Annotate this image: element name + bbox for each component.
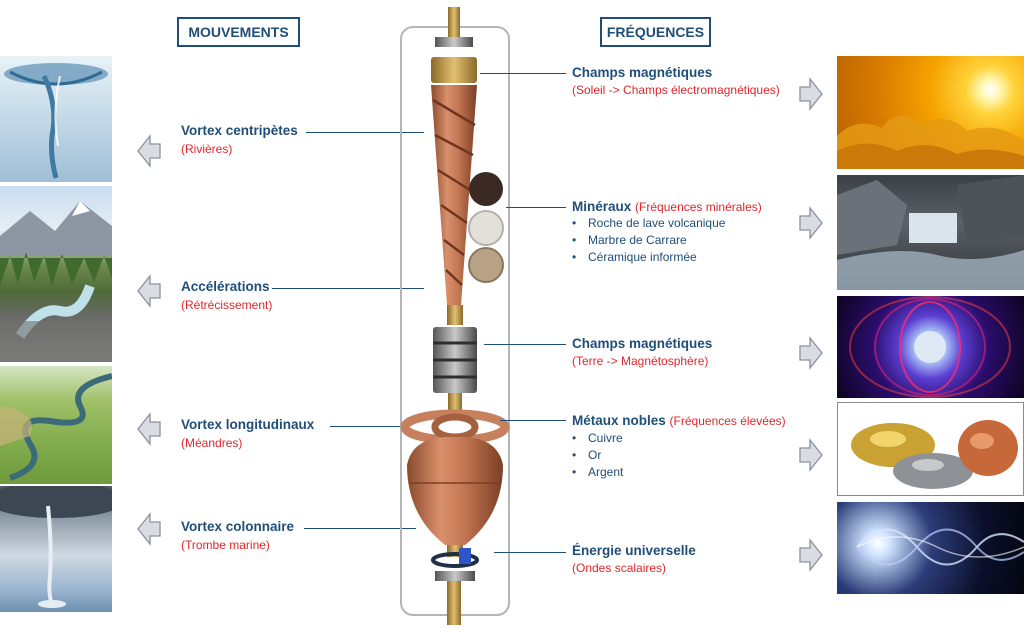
metaux-list: Cuivre Or Argent — [572, 430, 623, 481]
sublabel-ondes-scalaires: (Ondes scalaires) — [572, 561, 667, 575]
arrow-left-icon — [137, 134, 161, 168]
list-item: Roche de lave volcanique — [572, 215, 725, 232]
label-mineraux: Minéraux (Fréquences minérales) — [572, 199, 762, 214]
metaux-suffix-text: Fréquences élevées — [673, 414, 782, 428]
sublabel-text: Rétrécissement — [185, 298, 269, 312]
connector-line — [484, 344, 566, 345]
sublabel-text: Méandres — [185, 436, 239, 450]
label-metaux-nobles: Métaux nobles (Fréquences élevées) — [572, 413, 786, 428]
connector-line — [480, 73, 566, 74]
arrow-left-icon — [137, 512, 161, 546]
label-champs-magnetiques-soleil: Champs magnétiques — [572, 65, 713, 80]
mineraux-list: Roche de lave volcanique Marbre de Carra… — [572, 215, 725, 266]
waterspout-photo — [0, 486, 112, 612]
connector-line — [306, 132, 424, 133]
metaux-title: Métaux nobles — [572, 413, 666, 428]
mountain-river-photo — [0, 186, 112, 362]
label-vortex-colonnaire: Vortex colonnaire — [181, 519, 295, 534]
header-frequences: FRÉQUENCES — [600, 17, 711, 47]
mineraux-title: Minéraux — [572, 199, 632, 214]
sublabel-text: Rivières — [185, 142, 229, 156]
scalar-waves-photo — [837, 502, 1024, 594]
arrow-left-icon — [137, 274, 161, 308]
label-vortex-centripetes: Vortex centripètes — [181, 123, 298, 138]
metaux-suffix: (Fréquences élevées) — [669, 414, 786, 428]
label-vortex-longitudinaux: Vortex longitudinaux — [181, 417, 315, 432]
sun-photo — [837, 56, 1024, 169]
sublabel-meandres: (Méandres) — [181, 436, 243, 450]
earth-magnetosphere-photo — [837, 296, 1024, 398]
meander-photo — [0, 366, 112, 484]
label-energie-universelle: Énergie universelle — [572, 543, 696, 558]
arrow-right-icon — [799, 538, 823, 572]
connector-line — [304, 528, 416, 529]
vortex-device-illustration — [400, 7, 510, 625]
list-item: Céramique informée — [572, 249, 725, 266]
sublabel-trombe-marine: (Trombe marine) — [181, 538, 270, 552]
mineraux-suffix-text: Fréquences minérales — [639, 200, 758, 214]
mineraux-suffix: (Fréquences minérales) — [635, 200, 762, 214]
arrow-right-icon — [799, 206, 823, 240]
whirlpool-photo — [0, 56, 112, 182]
label-champs-magnetiques-terre: Champs magnétiques — [572, 336, 713, 351]
connector-line — [494, 552, 566, 553]
sublabel-terre: (Terre -> Magnétosphère) — [572, 354, 709, 368]
sublabel-retrecissement: (Rétrécissement) — [181, 298, 273, 312]
connector-line — [500, 420, 566, 421]
list-item: Or — [572, 447, 623, 464]
arrow-right-icon — [799, 438, 823, 472]
list-item: Argent — [572, 464, 623, 481]
sublabel-text: Trombe marine — [185, 538, 266, 552]
list-item: Marbre de Carrare — [572, 232, 725, 249]
list-item: Cuivre — [572, 430, 623, 447]
connector-line — [506, 207, 566, 208]
sublabel-text: Terre -> Magnétosphère — [576, 354, 705, 368]
sublabel-rivieres: (Rivières) — [181, 142, 233, 156]
connector-line — [330, 426, 405, 427]
arrow-right-icon — [799, 336, 823, 370]
connector-line — [272, 288, 424, 289]
sublabel-text: Soleil -> Champs électromagnétiques — [576, 83, 776, 97]
arrow-left-icon — [137, 412, 161, 446]
metal-nuggets-photo — [837, 402, 1024, 496]
arrow-right-icon — [799, 77, 823, 111]
rock-waterfall-photo — [837, 175, 1024, 290]
sublabel-soleil: (Soleil -> Champs électromagnétiques) — [572, 83, 780, 97]
sublabel-text: Ondes scalaires — [576, 561, 663, 575]
label-accelerations: Accélérations — [181, 279, 270, 294]
header-mouvements: MOUVEMENTS — [177, 17, 300, 47]
